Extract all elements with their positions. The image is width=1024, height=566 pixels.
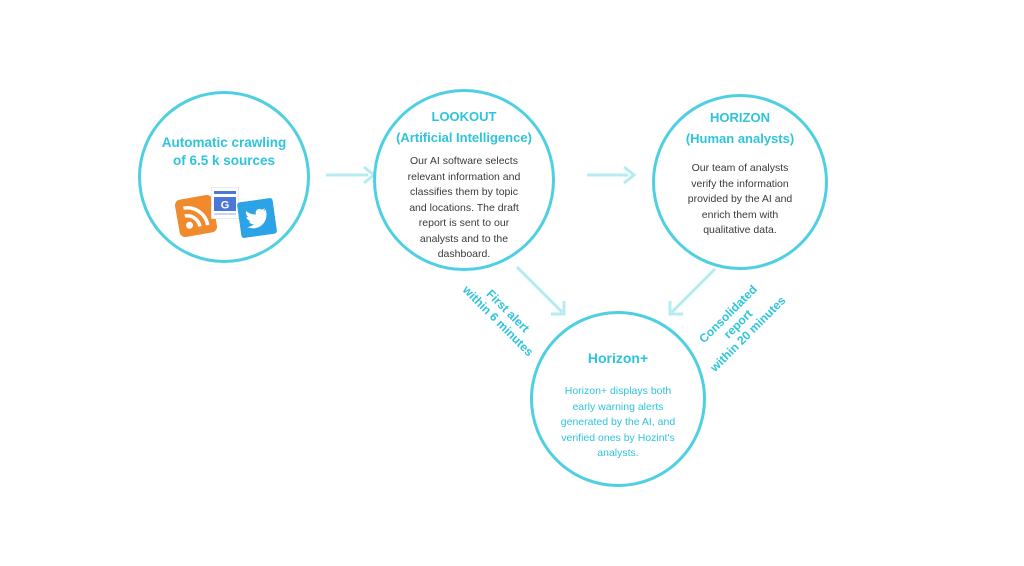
horizon-plus-description: Horizon+ displays both early warning ale…: [560, 385, 676, 459]
arrow-horizon-to-horizon-plus: [670, 267, 717, 314]
horizon-plus-title: Horizon+: [587, 350, 649, 366]
horizon-subtitle: (Human analysts): [685, 131, 795, 146]
lookout-node: LOOKOUT (Artificial Intelligence) Our AI…: [373, 89, 555, 271]
sources-node: Automatic crawling of 6.5 k sources G: [138, 91, 310, 263]
lookout-description: Our AI software selects relevant informa…: [407, 155, 521, 260]
horizon-title: HORIZON: [710, 110, 770, 125]
horizon-description: Our team of analysts verify the informat…: [687, 162, 793, 236]
lookout-subtitle: (Artificial Intelligence): [396, 130, 532, 145]
arrow-lookout-to-horizon-head: [623, 165, 637, 185]
svg-text:G: G: [221, 200, 230, 212]
horizon-node: HORIZON (Human analysts) Our team of ana…: [652, 94, 828, 270]
lookout-title: LOOKOUT: [431, 109, 497, 124]
twitter-bird-icon: [237, 198, 278, 239]
arrow-lookout-to-horizon-plus-head: [551, 301, 566, 316]
horizon-plus-node: Horizon+ Horizon+ displays both early wa…: [530, 311, 706, 487]
sources-title: Automatic crawling of 6.5 k sources: [161, 135, 287, 168]
rss-feed-icon: [174, 194, 218, 238]
arrow-lookout-to-horizon-plus: [515, 265, 564, 314]
arrow-horizon-to-horizon-plus-head: [668, 301, 683, 316]
google-news-icon: G: [210, 186, 240, 220]
